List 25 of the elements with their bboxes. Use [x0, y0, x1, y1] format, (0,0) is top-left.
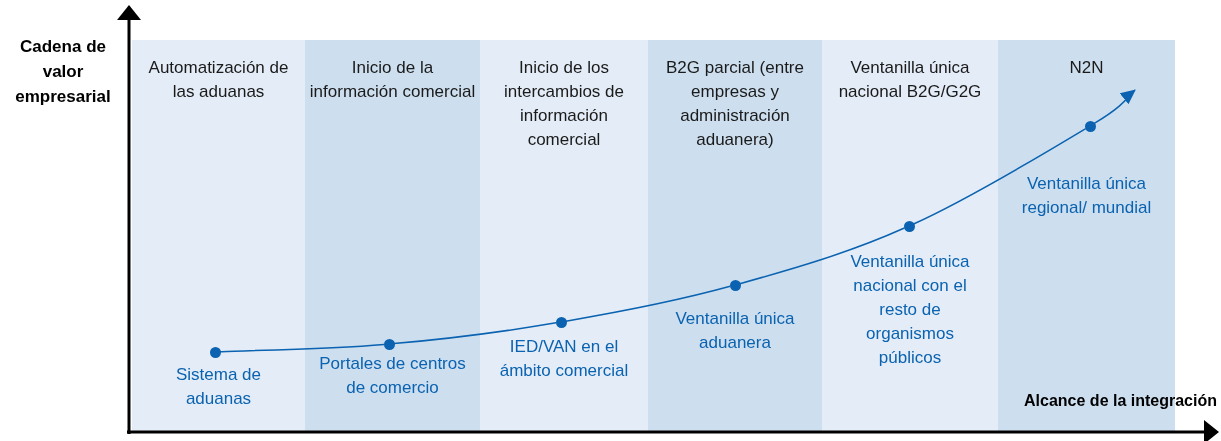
stage-title: Inicio de la información comercial: [308, 57, 477, 103]
curve-line: [739, 227, 906, 285]
milestone-label: Ventanilla única aduanera: [674, 308, 796, 354]
milestone-label: Portales de centros de comercio: [318, 353, 467, 399]
stage-band: [648, 40, 822, 432]
milestone-label: Sistema de aduanas: [174, 364, 262, 410]
axis-title: Cadena de valor empresarial: [14, 36, 112, 108]
stage-band: [822, 40, 998, 432]
curve-arrow: [1093, 89, 1136, 125]
milestone-label: Ventanilla única nacional con el resto de organismos públicos: [849, 251, 971, 369]
curve-line: [912, 127, 1087, 225]
stage-title: B2G parcial (entre empresas y administración aduanera): [665, 57, 805, 151]
axis-title: Alcance de la integración: [1024, 391, 1217, 411]
stage-band: [305, 40, 480, 432]
curve-line: [219, 343, 385, 353]
milestone-label: IED/VAN en el ámbito comercial: [498, 336, 630, 382]
stage-title: N2N: [1068, 57, 1105, 79]
stage-band: [132, 40, 305, 432]
curve-line: [565, 285, 731, 322]
curve-line: [393, 322, 557, 345]
stage-title: Ventanilla única nacional B2G/G2G: [837, 57, 983, 103]
stage-title: Automatización de las aduanas: [147, 57, 290, 103]
milestone-label: Ventanilla única regional/ mundial: [1020, 173, 1153, 219]
stage-band: [480, 40, 648, 432]
stage-title: Inicio de los intercambios de información comercial: [503, 57, 625, 151]
